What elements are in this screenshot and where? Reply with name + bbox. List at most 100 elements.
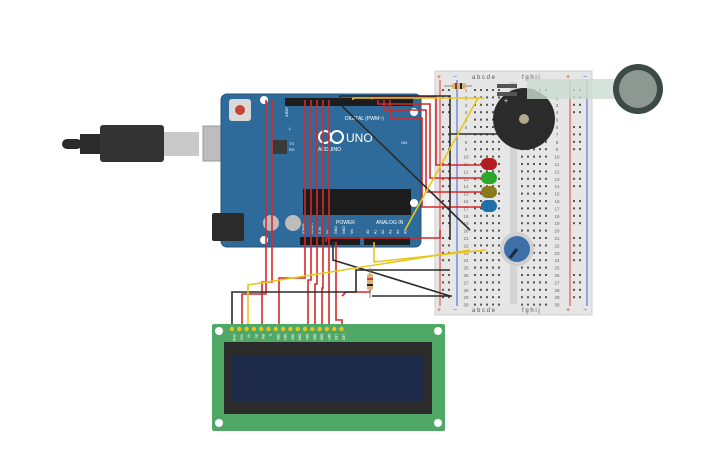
row-number: 6 bbox=[465, 125, 468, 130]
breadboard-hole bbox=[474, 274, 476, 276]
lcd-pin-label: GND bbox=[232, 334, 236, 342]
rail-hole bbox=[573, 259, 575, 262]
rail-hole bbox=[573, 222, 575, 225]
lcd-pin-label: DB6 bbox=[320, 334, 324, 340]
breadboard-hole bbox=[533, 185, 535, 188]
row-number: 11 bbox=[555, 162, 560, 167]
row-number: 28 bbox=[463, 288, 469, 293]
tx-label: TX bbox=[289, 141, 294, 146]
row-number: 27 bbox=[554, 280, 560, 285]
rail-minus-bottom-left: − bbox=[453, 307, 457, 314]
rail-hole bbox=[448, 170, 450, 173]
led-blue bbox=[481, 200, 497, 212]
row-number: 30 bbox=[463, 303, 469, 308]
lcd-pin-label: VCC bbox=[239, 334, 243, 341]
rail-hole bbox=[579, 259, 581, 262]
rail-hole bbox=[442, 281, 444, 284]
breadboard-hole bbox=[486, 148, 488, 151]
lcd-pin bbox=[259, 326, 264, 332]
row-number: 25 bbox=[554, 266, 560, 271]
row-number: 10 bbox=[554, 155, 560, 160]
rail-hole bbox=[573, 281, 575, 284]
breadboard-hole bbox=[521, 288, 523, 291]
breadboard-hole bbox=[533, 170, 535, 173]
breadboard-hole bbox=[498, 207, 500, 210]
lcd-pin bbox=[244, 326, 249, 332]
breadboard-hole bbox=[480, 303, 482, 306]
breadboard-hole bbox=[480, 281, 482, 284]
rail-hole bbox=[573, 133, 575, 136]
breadboard-hole bbox=[480, 222, 482, 225]
breadboard-hole bbox=[545, 296, 547, 299]
power-pin-label: RESET bbox=[310, 221, 314, 234]
breadboard-hole bbox=[486, 170, 488, 173]
analog-label: ANALOG IN bbox=[376, 220, 404, 226]
breadboard-hole bbox=[521, 163, 523, 165]
rail-hole bbox=[573, 296, 575, 299]
breadboard-hole bbox=[527, 296, 529, 299]
breadboard-hole bbox=[539, 200, 541, 202]
row-number: 29 bbox=[463, 295, 469, 300]
rail-hole bbox=[579, 111, 581, 114]
breadboard-hole bbox=[545, 192, 547, 195]
breadboard-hole bbox=[480, 89, 482, 91]
lcd-pin bbox=[266, 326, 271, 332]
breadboard-hole bbox=[486, 103, 488, 106]
aref-label: AREF bbox=[284, 106, 289, 117]
breadboard-hole bbox=[527, 214, 529, 217]
breadboard-hole bbox=[545, 303, 547, 306]
row-number: 17 bbox=[554, 206, 560, 211]
lcd-pin bbox=[229, 326, 235, 332]
rail-hole bbox=[579, 288, 581, 291]
breadboard-hole bbox=[492, 96, 494, 99]
breadboard-hole bbox=[492, 155, 494, 158]
potentiometer[interactable] bbox=[500, 232, 534, 266]
breadboard-hole bbox=[492, 237, 494, 239]
breadboard-hole bbox=[533, 296, 535, 299]
rail-hole bbox=[442, 251, 444, 254]
rail-hole bbox=[573, 200, 575, 202]
row-number: 30 bbox=[554, 303, 560, 308]
breadboard-hole bbox=[545, 185, 547, 188]
force-sensor bbox=[497, 64, 663, 114]
breadboard-hole bbox=[486, 274, 488, 276]
rail-plus-bottom-right: + bbox=[566, 307, 570, 314]
breadboard-hole bbox=[474, 111, 476, 114]
breadboard-hole bbox=[474, 185, 476, 188]
breadboard-hole bbox=[474, 89, 476, 91]
rail-hole bbox=[448, 103, 450, 106]
rail-hole bbox=[579, 126, 581, 128]
breadboard-hole bbox=[474, 148, 476, 151]
breadboard-hole bbox=[498, 155, 500, 158]
breadboard-hole bbox=[498, 192, 500, 195]
resistor-top bbox=[444, 83, 472, 89]
breadboard-hole bbox=[492, 229, 494, 232]
row-number: 20 bbox=[554, 229, 560, 234]
analog-pin-label: A4 bbox=[396, 230, 400, 234]
breadboard-hole bbox=[498, 185, 500, 188]
breadboard-hole bbox=[533, 192, 535, 195]
breadboard-hole bbox=[545, 163, 547, 165]
breadboard-hole bbox=[539, 185, 541, 188]
breadboard-hole bbox=[486, 155, 488, 158]
breadboard-hole bbox=[474, 229, 476, 232]
rail-hole bbox=[448, 296, 450, 299]
rail-hole bbox=[442, 103, 444, 106]
rail-hole bbox=[573, 237, 575, 239]
breadboard-hole bbox=[539, 274, 541, 276]
breadboard-hole bbox=[480, 140, 482, 143]
breadboard-hole bbox=[527, 288, 529, 291]
col-letters-right-top: f g h i j bbox=[522, 75, 540, 81]
wire-yellow-top bbox=[352, 97, 484, 100]
breadboard-hole bbox=[480, 251, 482, 254]
breadboard-hole bbox=[533, 303, 535, 306]
rail-hole bbox=[573, 251, 575, 254]
usb-cable bbox=[62, 125, 226, 162]
rail-hole bbox=[573, 207, 575, 210]
breadboard-hole bbox=[486, 140, 488, 143]
lcd-pin bbox=[273, 326, 278, 332]
breadboard-hole bbox=[545, 281, 547, 284]
lcd-pin bbox=[302, 326, 308, 332]
row-number: 19 bbox=[463, 221, 469, 226]
row-number: 21 bbox=[463, 236, 469, 241]
